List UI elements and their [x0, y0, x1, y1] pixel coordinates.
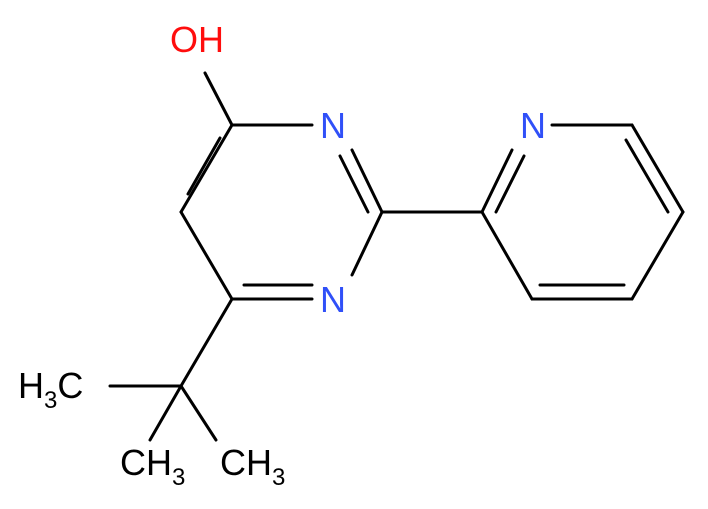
pyrimidine-n3-label: N — [320, 105, 346, 146]
bond-py-c5-c4 — [630, 210, 685, 301]
bond-n1-c2 — [350, 210, 384, 277]
hydroxyl-label: OH — [170, 19, 224, 60]
svg-text:CH3: CH3 — [220, 442, 285, 491]
bond-py-c6-c5 — [630, 123, 685, 214]
pyrimidine-n1-label: N — [320, 279, 346, 320]
methyl-left-label: H3C — [18, 365, 83, 414]
bond-c5-c6 — [179, 210, 234, 301]
bond-c4-o — [203, 71, 234, 127]
bond-c2-n3 — [350, 148, 384, 214]
bond-py-c2-n-double — [494, 154, 526, 214]
bond-c2-n3-double — [338, 154, 370, 214]
bond-c6-tbu — [179, 297, 234, 388]
methyl-bottom-right-label: CH3 — [220, 442, 285, 491]
bond-tbu-methyl-bottom-left — [148, 384, 183, 442]
bond-py-c6-c5-double — [624, 138, 670, 214]
svg-text:H3C: H3C — [18, 365, 83, 414]
bond-tbu-methyl-bottom-right — [179, 384, 218, 442]
bond-c4-c5 — [179, 123, 234, 214]
pyridine-n-label: N — [520, 105, 546, 146]
bond-py-c3-c2 — [480, 210, 534, 301]
methyl-bottom-left-label: CH3 — [120, 442, 185, 491]
svg-text:CH3: CH3 — [120, 442, 185, 491]
bond-py-c2-n — [480, 148, 514, 214]
bond-c4-c5-double — [186, 136, 222, 196]
